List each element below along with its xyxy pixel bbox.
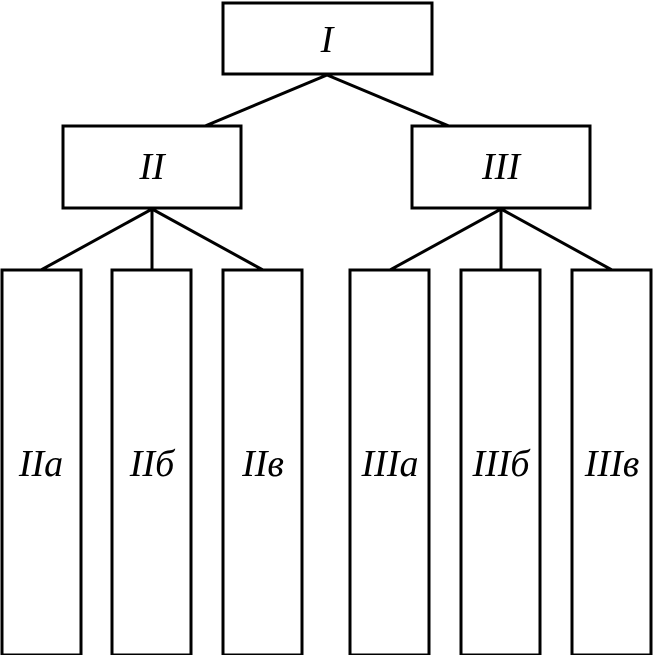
connector-III-to-IIIv (498, 206, 615, 273)
connector-II-to-IIa (38, 206, 155, 273)
node-IIa-label: IIa (18, 443, 63, 485)
node-II: II (61, 124, 243, 210)
connector-root-to-II (203, 73, 329, 128)
connector-root-to-III (325, 73, 451, 128)
node-IIIa: IIIa (348, 268, 431, 655)
node-IIb-label: IIб (129, 443, 176, 485)
connectors-root (203, 73, 451, 128)
node-IIIv-label: IIIв (584, 443, 639, 485)
node-IIIb: IIIб (459, 268, 542, 655)
node-I-label: I (320, 19, 336, 61)
node-IIIv: IIIв (570, 268, 653, 655)
node-IIIb-label: IIIб (471, 443, 531, 485)
node-II-label: II (138, 146, 167, 188)
connectors-III (387, 206, 615, 273)
node-IIIa-label: IIIa (361, 443, 419, 485)
node-IIv: IIв (221, 268, 304, 655)
node-III-label: III (481, 146, 522, 188)
connectors-II (38, 206, 266, 273)
node-IIa: IIa (0, 268, 83, 655)
node-III: III (410, 124, 592, 210)
node-IIv-label: IIв (241, 443, 284, 485)
node-I: I (221, 1, 434, 76)
node-IIb: IIб (110, 268, 193, 655)
connector-III-to-IIIa (387, 206, 504, 273)
connector-II-to-IIv (149, 206, 266, 273)
